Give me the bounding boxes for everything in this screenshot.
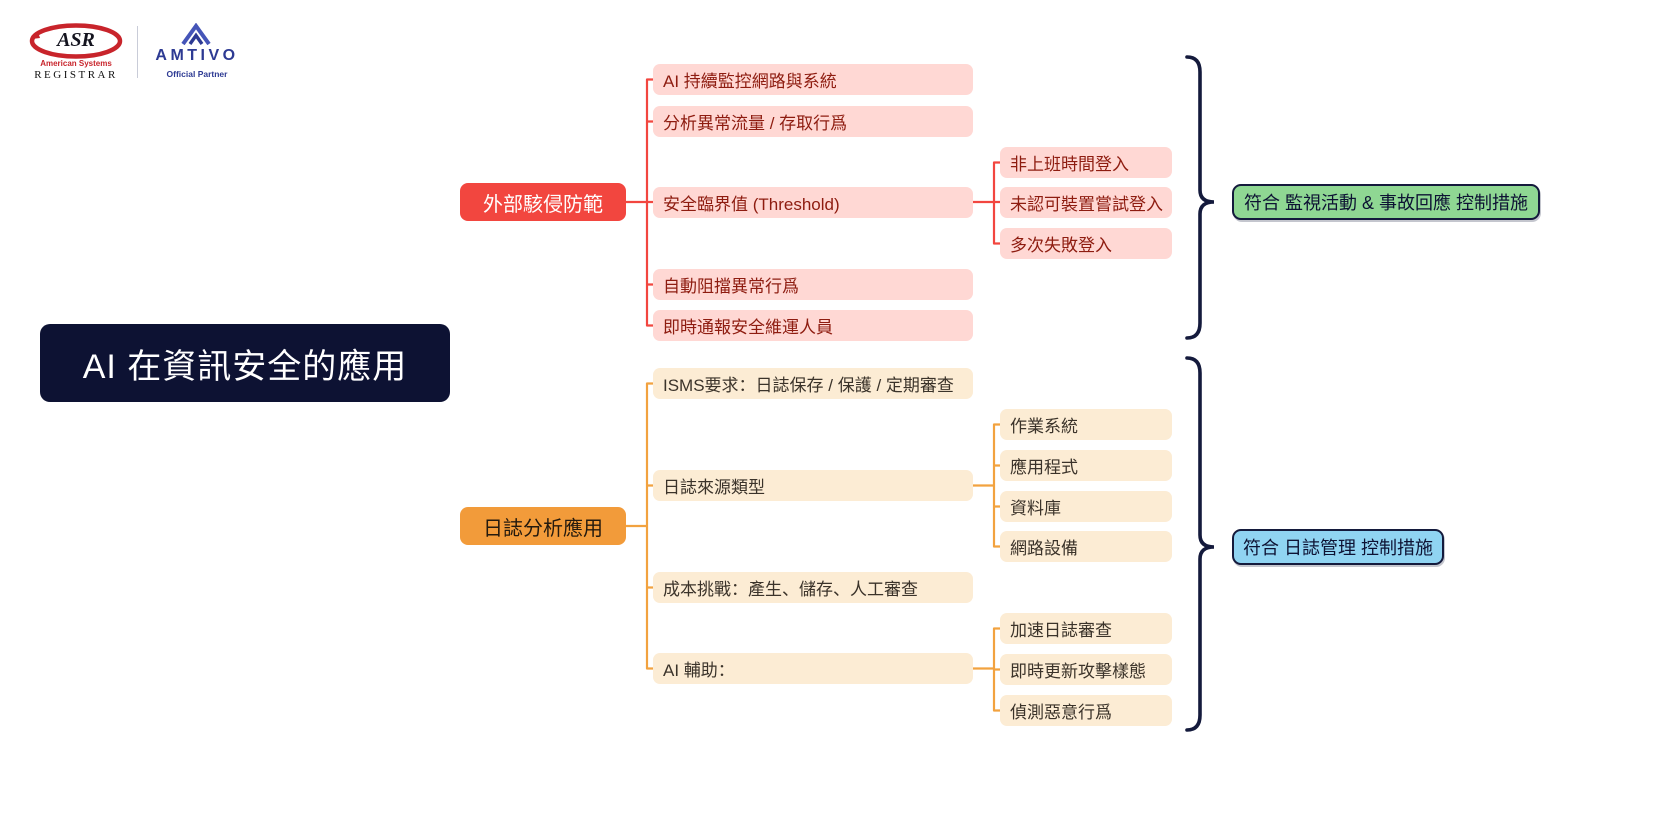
node-accelerate-log-review: 加速日誌審查 bbox=[1000, 613, 1172, 644]
node-ai-continuous-monitoring: AI 持續監控網路與系統 bbox=[653, 64, 973, 95]
brace-icon-top bbox=[1185, 55, 1215, 340]
branch1-connector bbox=[624, 78, 656, 327]
node-log-source-types: 日誌來源類型 bbox=[653, 470, 973, 501]
node-update-attack-patterns: 即時更新攻擊樣態 bbox=[1000, 654, 1172, 685]
node-cost-challenges: 成本挑戰：產生、儲存、人工審查 bbox=[653, 572, 973, 603]
node-analyze-abnormal-traffic: 分析異常流量 / 存取行爲 bbox=[653, 106, 973, 137]
node-unauthorized-device-login: 未認可裝置嘗試登入 bbox=[1000, 187, 1172, 218]
node-auto-block-abnormal-behavior: 自動阻擋異常行爲 bbox=[653, 269, 973, 300]
node-realtime-notify-security-staff: 即時通報安全維運人員 bbox=[653, 310, 973, 341]
root-node: AI 在資訊安全的應用 bbox=[40, 324, 450, 402]
branch-node-log-analysis: 日誌分析應用 bbox=[460, 507, 626, 545]
outcome-badge-log-management: 符合 日誌管理 控制措施 bbox=[1232, 529, 1444, 565]
node-isms-log-requirements: ISMS要求：日誌保存 / 保護 / 定期審查 bbox=[653, 368, 973, 399]
asr-swoosh-icon bbox=[29, 23, 123, 59]
asr-logo: ASR American Systems Registrar bbox=[28, 22, 124, 81]
amtivo-logo: AMTIVO Official Partner bbox=[151, 22, 243, 79]
ai-assist-connector bbox=[971, 627, 1003, 712]
node-off-hours-login: 非上班時間登入 bbox=[1000, 147, 1172, 178]
log-sources-connector bbox=[971, 423, 1003, 548]
asr-tagline: American Systems bbox=[40, 59, 112, 68]
node-detect-malicious-behavior: 偵測惡意行爲 bbox=[1000, 695, 1172, 726]
node-security-threshold: 安全臨界值 (Threshold) bbox=[653, 187, 973, 218]
amtivo-wordmark: AMTIVO bbox=[155, 47, 239, 64]
node-database: 資料庫 bbox=[1000, 491, 1172, 522]
node-operating-systems: 作業系統 bbox=[1000, 409, 1172, 440]
threshold-connector bbox=[971, 161, 1003, 245]
node-ai-assistance: AI 輔助： bbox=[653, 653, 973, 684]
asr-acronym: ASR bbox=[57, 29, 95, 51]
node-network-devices: 網路設備 bbox=[1000, 531, 1172, 562]
brace-icon-bottom bbox=[1185, 356, 1215, 732]
amtivo-mark-icon bbox=[181, 23, 211, 45]
node-multiple-failed-logins: 多次失敗登入 bbox=[1000, 228, 1172, 259]
partner-logos: ASR American Systems Registrar AMTIVO Of… bbox=[28, 22, 243, 81]
outcome-badge-monitoring-incident-response: 符合 監視活動 & 事故回應 控制措施 bbox=[1232, 184, 1540, 220]
logo-divider bbox=[137, 26, 138, 78]
node-applications: 應用程式 bbox=[1000, 450, 1172, 481]
branch2-connector bbox=[624, 382, 656, 670]
amtivo-partner-label: Official Partner bbox=[166, 69, 228, 79]
branch-node-external-intrusion-prevention: 外部駭侵防範 bbox=[460, 183, 626, 221]
asr-registrar-label: Registrar bbox=[34, 69, 118, 81]
